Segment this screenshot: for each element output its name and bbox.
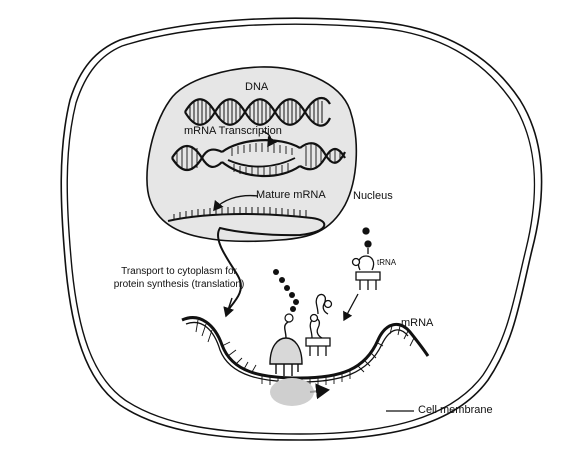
trna-bound-1 (305, 313, 331, 356)
mrna-label: mRNA (401, 317, 434, 329)
trna-incoming (351, 227, 381, 290)
trna-label: tRNA (377, 258, 397, 267)
transcription-bubble (171, 139, 346, 178)
transport-arrow (223, 297, 234, 318)
nucleus-label: Nucleus (353, 190, 393, 202)
cell-membrane (60, 17, 543, 441)
peptide-chain (273, 269, 299, 312)
trna-bound-2 (315, 293, 333, 315)
mature-mrna-arrow (213, 194, 259, 212)
dna-helix (184, 96, 332, 127)
cytoplasm-mrna (181, 316, 430, 387)
transcription-arrow (261, 130, 278, 148)
dna-label: DNA (245, 81, 269, 93)
transport-label-line1: Transport to cytoplasm for (121, 266, 237, 277)
trna-arrow (343, 293, 359, 322)
mature-mrna-strand (167, 207, 326, 311)
mature-mrna-label: Mature mRNA (256, 189, 326, 201)
mrna-transcription-label: mRNA Transcription (184, 125, 282, 137)
transport-label-line2: protein synthesis (translation) (113, 279, 245, 290)
ghost-ribosome (270, 378, 330, 406)
cell-membrane-label: Cell membrane (418, 404, 493, 416)
ribosome (269, 313, 303, 376)
